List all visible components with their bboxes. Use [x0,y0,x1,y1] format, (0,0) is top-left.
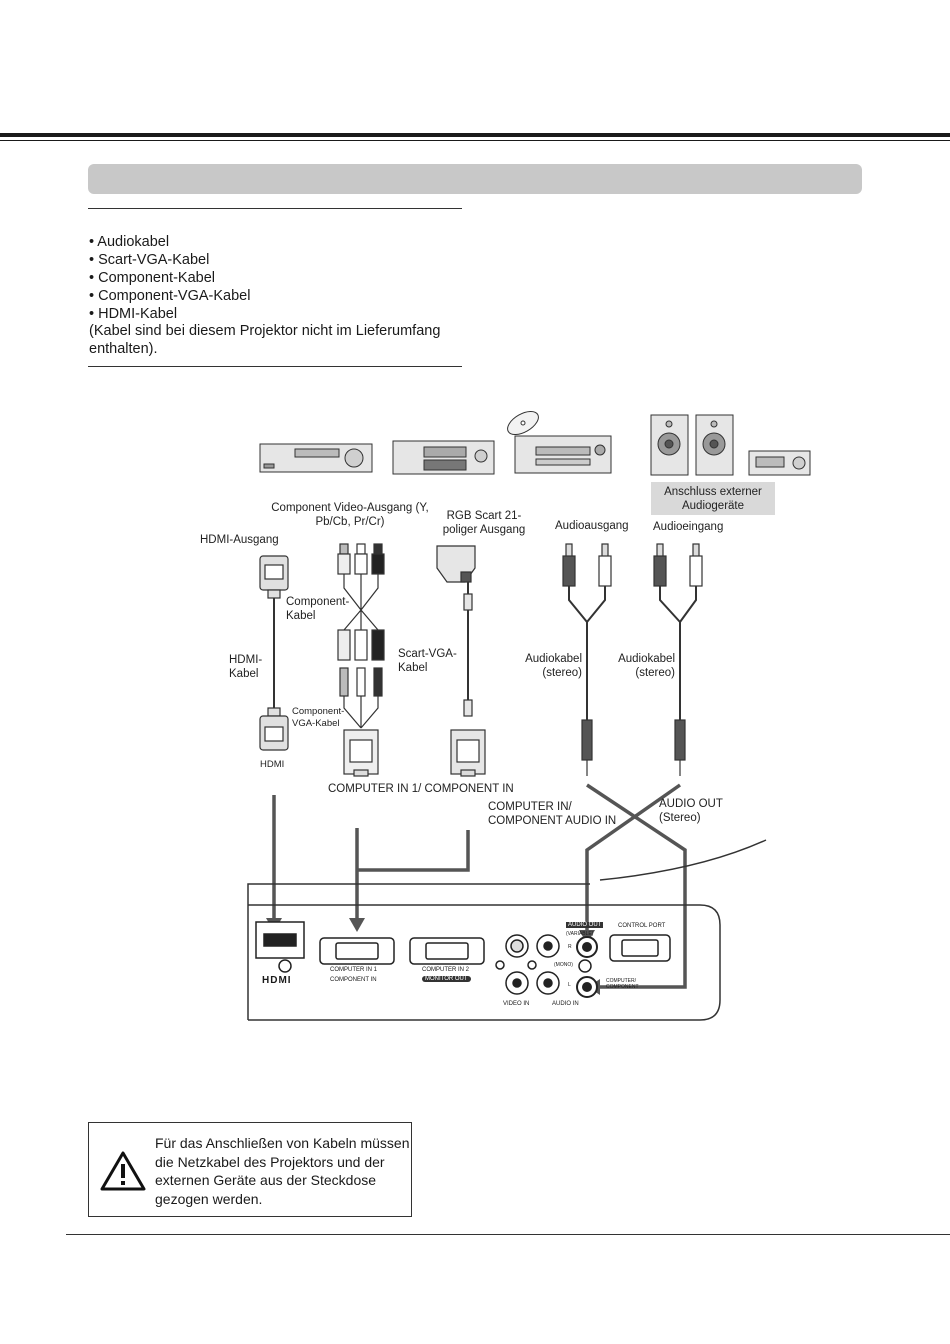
computer-in1-label: COMPUTER IN 1/ COMPONENT IN [328,783,514,795]
audio-out-port [576,936,598,998]
component-video-out-label: Component Video-Ausgang (Y, Pb/Cb, Pr/Cr… [271,502,429,528]
list-bottom-rule [88,366,462,367]
hdmi-out-label: HDMI-Ausgang [200,534,279,546]
header-rule [0,133,950,137]
scart-vga-cable [436,545,486,777]
component-cable-label: Component-Kabel [286,596,350,622]
computer-in1-port [319,937,395,965]
connection-lines [272,783,687,989]
component-cable [337,543,385,777]
cable-item: • Scart-VGA-Kabel [89,252,210,268]
audio-cable-label-2: Audiokabel (stereo) [618,653,675,679]
cable-item: • HDMI-Kabel [89,306,178,322]
vcr-icon [392,440,495,475]
audio-out-stereo-label: AUDIO OUT (Stereo) [659,798,723,824]
panel-variable: (VARIABLE) [566,931,594,937]
panel-monitor-out: MONITOR OUT [422,976,471,982]
panel-component-in: COMPONENT IN [330,977,377,983]
hdmi-label: HDMI [260,759,285,770]
panel-control-port: CONTROL PORT [618,923,666,929]
av-receiver-icon [259,443,373,473]
hdmi-cable-label: HDMI-Kabel [229,654,263,680]
warning-box [88,1122,412,1217]
computer-in2-port [409,937,485,965]
audio-out-label: Audioausgang [555,520,629,532]
panel-mono: (MONO) [554,962,573,968]
audio-cable-label-1: Audiokabel (stereo) [525,653,582,679]
cable-item: • Audiokabel [89,234,170,250]
list-top-rule [88,208,462,209]
amplifier-icon [748,450,811,476]
scart-vga-cable-label: Scart-VGA-Kabel [398,648,457,674]
control-port [609,934,671,962]
panel-video-in: VIDEO IN [503,1001,530,1007]
cable-note: (Kabel sind bei diesem Projektor nicht i… [89,323,441,357]
panel-computer-in2: COMPUTER IN 2 [422,967,470,973]
panel-l: L [568,982,571,988]
hdmi-port [255,921,305,973]
cable-item: • Component-VGA-Kabel [89,288,251,304]
audio-cable-right [653,543,703,776]
dvd-player-icon [507,410,612,474]
panel-audio-out: AUDIO OUT [566,922,604,928]
external-audio-box [651,482,775,515]
warning-icon [100,1151,146,1191]
hdmi-logo: HDMI [262,975,292,986]
speaker-icon [650,414,734,476]
panel-r: R [568,944,572,950]
component-vga-cable-label: Component-VGA-Kabel [292,706,345,729]
video-ports [495,934,592,995]
header-rule-thin [0,140,950,141]
warning-text: Für das Anschließen von Kabeln müssen di… [155,1135,410,1207]
section-title-bar [88,164,862,194]
connection-diagram [247,410,811,1021]
computer-audio-in-label: COMPUTER IN/ COMPONENT AUDIO IN [488,801,617,827]
hdmi-cable [259,555,289,751]
panel-computer-component: COMPUTER/ COMPONENT [606,978,639,990]
audio-cable-left [562,543,612,776]
audio-in-label: Audioeingang [653,521,724,533]
panel-computer-in1: COMPUTER IN 1 [330,967,378,973]
cable-list: • Audiokabel • Scart-VGA-Kabel • Compone… [89,233,479,323]
cable-item: • Component-Kabel [89,270,215,286]
panel-audio-in: AUDIO IN [552,1001,579,1007]
projector-outline [247,839,767,1021]
footer-rule [66,1234,950,1235]
rgb-scart-label: RGB Scart 21-poliger Ausgang [442,510,526,536]
ext-audio-label: Anschluss externer Audiogeräte [664,486,762,512]
